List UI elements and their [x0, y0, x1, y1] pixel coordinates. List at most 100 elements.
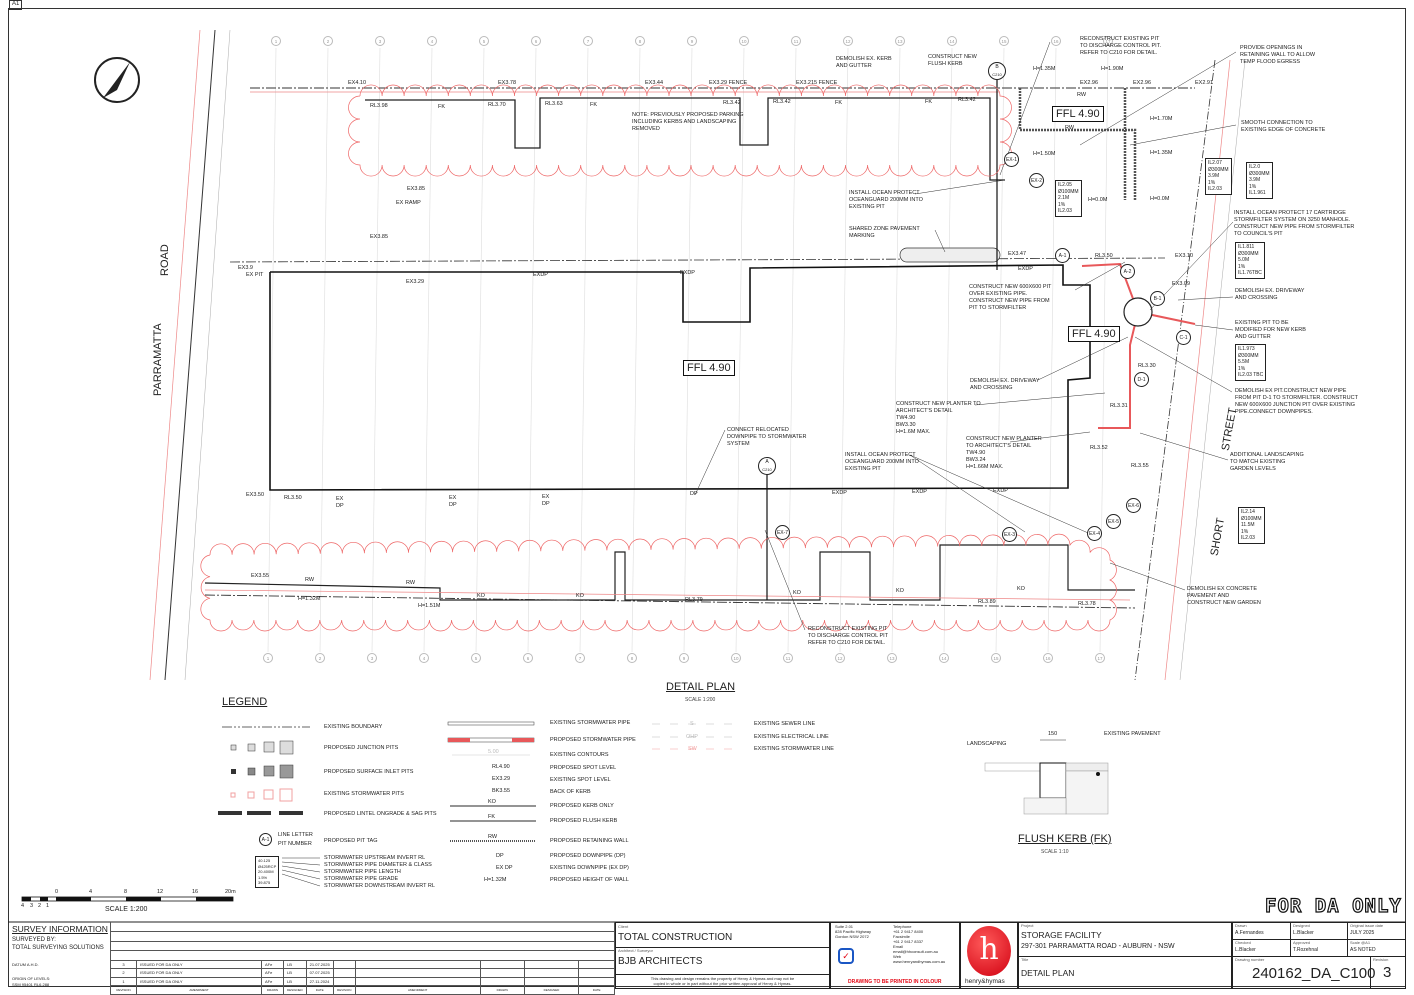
- grid-line: [995, 47, 1005, 653]
- grid-bubble: 14: [939, 653, 949, 663]
- client-label: Client: [618, 924, 629, 929]
- grid-line: [1047, 47, 1057, 653]
- legend-item: EXISTING SPOT LEVEL: [550, 777, 611, 783]
- spot-level: H=0.0m: [1150, 196, 1170, 202]
- pit-tag-ex-6[interactable]: EX-6: [1126, 498, 1141, 513]
- pit-tag-ex-7[interactable]: EX-7: [775, 525, 790, 540]
- kerb-label: FK: [438, 104, 446, 110]
- note-demolish-pit: DEMOLISH EX PIT.CONSTRUCT NEW PIPE FROM …: [1235, 388, 1358, 415]
- note-reconstruct-bottom: RECONSTRUCT EXISTING PIT TO DISCHARGE CO…: [808, 626, 889, 646]
- grid-line: [631, 47, 641, 653]
- approved-label: Approved: [1293, 940, 1311, 945]
- pipe-tag: IL2.0 Ø300mm 3.9m 1% IL1.961: [1246, 162, 1273, 199]
- drawing-title: DETAIL PLAN: [1021, 968, 1075, 978]
- scale-bar: [21, 896, 234, 902]
- drawing-number: 240162_DA_C100: [1252, 965, 1376, 982]
- pit-tag-a-2[interactable]: A-2: [1120, 264, 1135, 279]
- spot-level: EXDP: [912, 489, 927, 495]
- spot-level: H=1.90m: [1101, 66, 1124, 72]
- note-planter-1: CONSTRUCT NEW PLANTER TO ARCHITECT'S DET…: [896, 401, 981, 435]
- spot-level: EX3.85: [407, 186, 426, 192]
- kerb-label: FK: [835, 100, 843, 106]
- pit-tag-ex-3[interactable]: EX-3: [1002, 527, 1017, 542]
- grid-bubble: 7: [575, 653, 585, 663]
- designed-by: L.Blacker: [1293, 930, 1314, 936]
- legend-pit-tag-part: PIT NUMBER: [278, 841, 312, 847]
- legend-item: EXISTING CONTOURS: [550, 752, 609, 758]
- designed-label: Designed: [1293, 923, 1310, 928]
- project-label: Project: [1021, 923, 1034, 928]
- spot-level: EX2.96: [1080, 80, 1099, 86]
- note-stormfilter: INSTALL OCEAN PROTECT 17 CARTRIDGE STORM…: [1234, 210, 1355, 237]
- architect: BJB ARCHITECTS: [618, 956, 703, 967]
- grid-line: [735, 47, 745, 653]
- kerb-label: FK: [590, 102, 598, 108]
- legend-item: PROPOSED DOWNPIPE (DP): [550, 853, 626, 859]
- pit-tag-ex-4[interactable]: EX-4: [1087, 526, 1102, 541]
- legend-item: PROPOSED SPOT LEVEL: [550, 765, 617, 771]
- pit-tag-ex-5[interactable]: EX-5: [1106, 514, 1121, 529]
- grid-bubble: 16: [1043, 653, 1053, 663]
- spot-level: EX DP: [449, 495, 457, 508]
- grid-bubble: 15: [991, 653, 1001, 663]
- surveyed-by-label: SURVEYED BY:: [12, 937, 56, 943]
- scale-tick: 4: [89, 889, 93, 895]
- grid-bubble: 8: [635, 36, 645, 46]
- grid-bubble: 9: [687, 36, 697, 46]
- legend-item: PROPOSED JUNCTION PITS: [324, 745, 399, 751]
- grid-bubble: 16: [1051, 36, 1061, 46]
- spot-level: EX3.29 FENCE: [709, 80, 748, 86]
- spot-level: H=1.50m: [1033, 151, 1056, 157]
- legend-item: PROPOSED LINTEL ONGRADE & SAG PITS: [324, 811, 437, 817]
- kerb-label: RW: [305, 577, 315, 583]
- grid-bubble: 3: [375, 36, 385, 46]
- pit-tag-b-1[interactable]: B-1: [1150, 291, 1165, 306]
- grid-bubble: 10: [731, 653, 741, 663]
- scale-label: SCALE 1:200: [105, 906, 148, 913]
- grid-bubble: 2: [315, 653, 325, 663]
- pipe-tag: IL1.973 Ø300mm 5.5m 1% IL2.03 TBC: [1235, 344, 1267, 381]
- note-previous-parking: NOTE: PREVIOUSLY PROPOSED PARKING INCLUD…: [632, 112, 744, 132]
- kerb-label: KO: [1017, 586, 1025, 592]
- spot-level: EX2.96: [1133, 80, 1152, 86]
- certification-icon: ✓: [838, 948, 854, 964]
- note-smooth: SMOOTH CONNECTION TO EXISTING EDGE OF CO…: [1241, 120, 1326, 133]
- spot-level: EX DP: [336, 496, 344, 509]
- pit-tag-ex-2[interactable]: EX-2: [1029, 173, 1044, 188]
- pit-tag-d-1[interactable]: D-1: [1134, 372, 1149, 387]
- henry-hymas-logo-icon: h: [967, 926, 1011, 976]
- sheet-border: [8, 8, 1406, 987]
- pit-tag-c-1[interactable]: C-1: [1176, 330, 1191, 345]
- spot-level: RL3.31: [1110, 403, 1128, 409]
- grid-line: [891, 47, 901, 653]
- drawing-scale: AS NOTED: [1350, 947, 1376, 953]
- legend-sample: BK3.55: [492, 788, 511, 794]
- legend-item: EXISTING DOWNPIPE (EX DP): [550, 865, 629, 871]
- spot-level: H=1.70m: [1150, 116, 1173, 122]
- shared-zone-marking: [899, 247, 1001, 263]
- scale-tick: 8: [124, 889, 128, 895]
- legend-sample: KO: [488, 799, 496, 805]
- note-new-pit: CONSTRUCT NEW 600x600 PIT OVER EXISTING …: [969, 284, 1052, 311]
- grid-line: [527, 47, 537, 653]
- pit-tag-ex-1[interactable]: EX-1: [1004, 152, 1019, 167]
- grid-bubble: 6: [523, 653, 533, 663]
- legend-item: PROPOSED HEIGHT OF WALL: [550, 877, 629, 883]
- proposed-stormwater-pipe: [1081, 262, 1196, 325]
- spot-level: EX3.78: [498, 80, 517, 86]
- kerb-label: KO: [896, 588, 904, 594]
- note-demolish-kerb: DEMOLISH EX. KERB AND GUTTER: [836, 56, 892, 69]
- grid-bubble: 6: [531, 36, 541, 46]
- note-oceanguard-top: INSTALL OCEAN PROTECT OCEANGUARD 200mm I…: [849, 190, 923, 210]
- spot-level: EXDP: [993, 488, 1008, 494]
- plan-scale: SCALE 1:200: [685, 697, 716, 703]
- spot-level: DP: [690, 491, 698, 497]
- pit-tag-a-1[interactable]: A-1: [1055, 248, 1070, 263]
- spot-level: RL3.78: [1078, 601, 1096, 607]
- site-boundary-south: [204, 594, 1136, 609]
